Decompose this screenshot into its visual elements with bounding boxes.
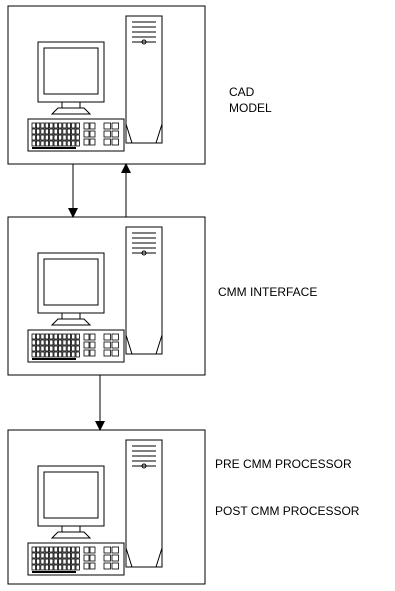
label-model: MODEL bbox=[229, 101, 272, 115]
computer-workstation-icon bbox=[27, 15, 163, 152]
station-box-processor bbox=[7, 429, 206, 585]
station-box-interface bbox=[7, 216, 206, 376]
label-cmm-interface: CMM INTERFACE bbox=[218, 285, 318, 299]
computer-workstation-icon bbox=[27, 439, 163, 576]
label-post-cmm-processor: POST CMM PROCESSOR bbox=[215, 504, 360, 518]
label-pre-cmm-processor: PRE CMM PROCESSOR bbox=[215, 457, 352, 471]
label-cad: CAD bbox=[229, 85, 255, 99]
station-box-cad bbox=[7, 5, 206, 165]
computer-workstation-icon bbox=[27, 226, 163, 363]
